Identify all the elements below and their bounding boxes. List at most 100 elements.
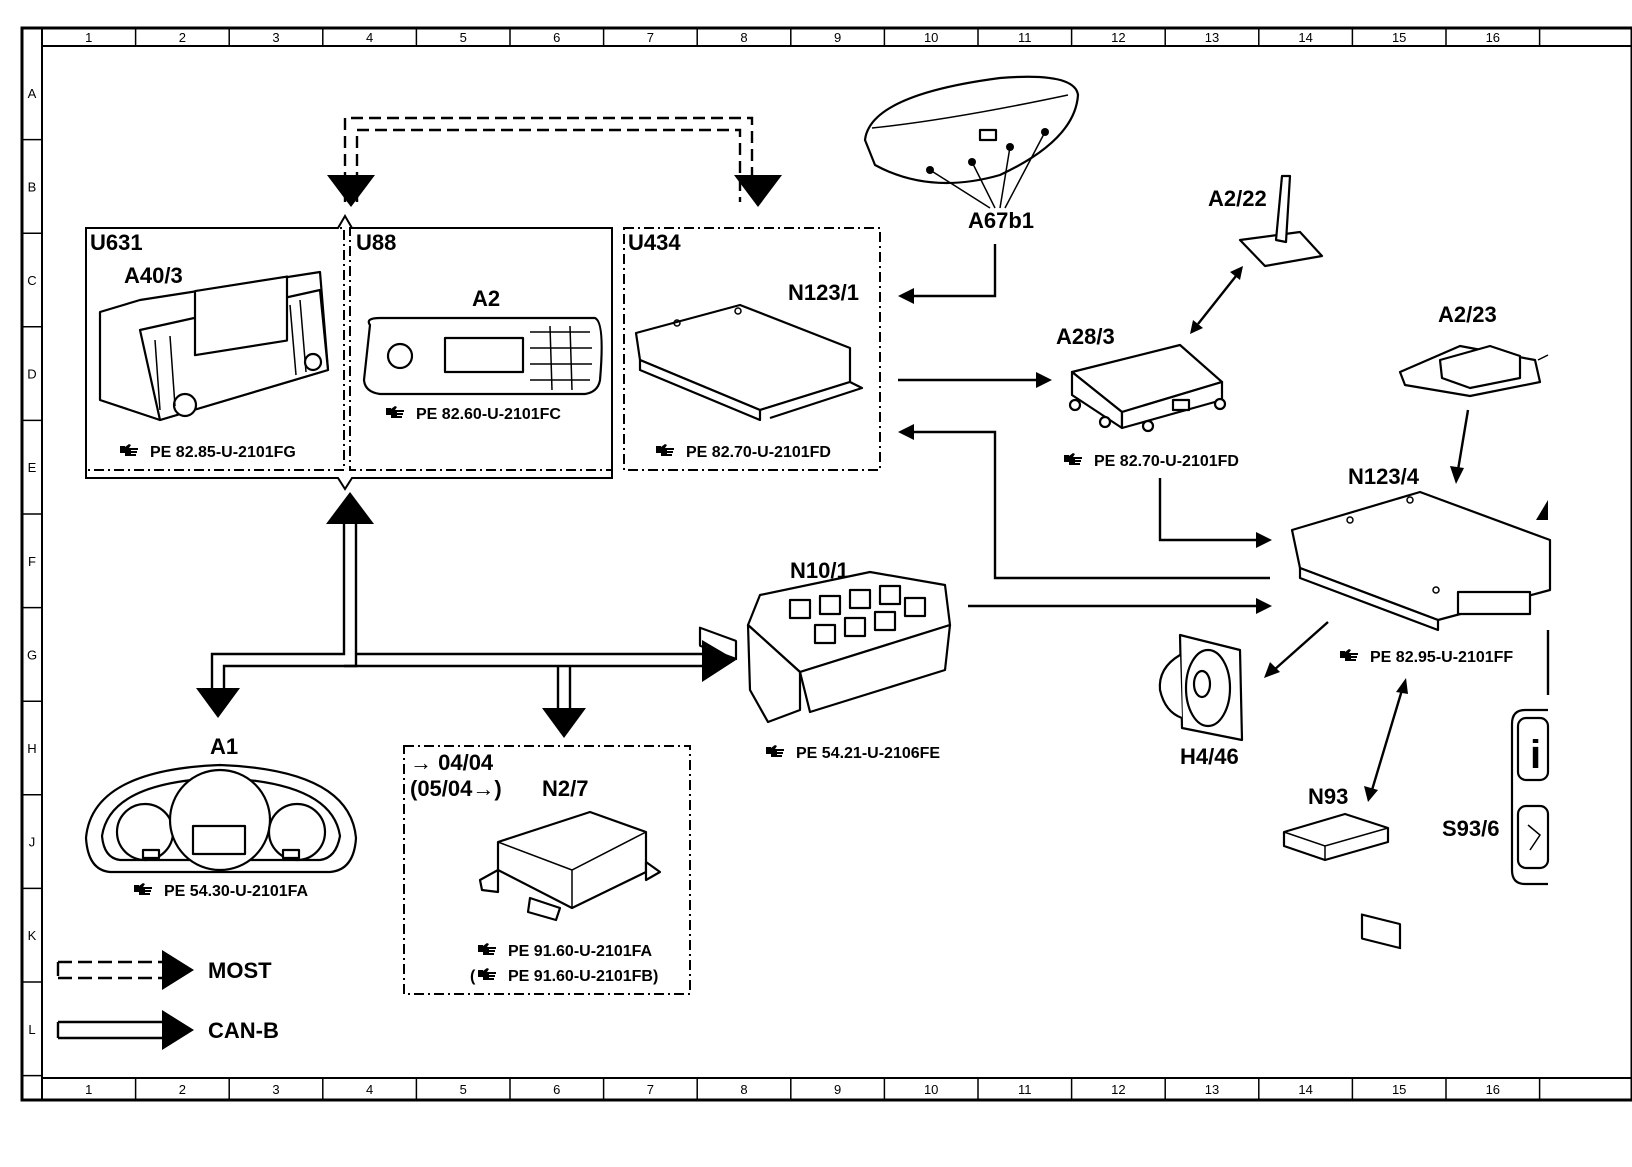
row-label: H — [27, 741, 36, 756]
n2-7-group-box — [403, 745, 691, 995]
wrench-icon — [1527, 824, 1541, 851]
column-label: 6 — [553, 1082, 560, 1097]
pointing-hand-icon — [134, 883, 152, 895]
component-n10-1[interactable]: N10/1 PE 54.21-U-2106FE — [746, 558, 952, 762]
n2-7-date-to: (05/04→) — [410, 776, 502, 801]
group-label-u434: U434 — [628, 230, 681, 255]
column-label: 1 — [85, 1082, 92, 1097]
a2-23-label: A2/23 — [1438, 302, 1497, 327]
row-label: K — [28, 928, 37, 943]
column-label: 7 — [647, 1082, 654, 1097]
row-label: J — [29, 835, 36, 850]
pointing-hand-icon — [478, 968, 496, 980]
legend: MOST CAN-B — [56, 950, 279, 1050]
row-label: F — [28, 554, 36, 569]
component-a28-3[interactable]: A28/3 PE 82.70-U-2101FD — [1056, 324, 1239, 470]
row-label: G — [27, 647, 37, 662]
row-label: A — [28, 86, 37, 101]
column-label: 2 — [179, 1082, 186, 1097]
column-label: 10 — [924, 30, 938, 45]
most-bus-top — [327, 116, 782, 207]
component-s93-6[interactable]: S93/6 i — [1442, 708, 1550, 886]
column-label: 13 — [1205, 1082, 1219, 1097]
column-label: 5 — [460, 1082, 467, 1097]
component-a40-3[interactable]: A40/3 PE 82.85-U-2101FG — [98, 263, 330, 461]
legend-most: MOST — [208, 958, 272, 983]
h4-46-label: H4/46 — [1180, 744, 1239, 769]
head-unit-group: U631 U88 U434 — [85, 214, 881, 491]
can-b-bus — [196, 492, 736, 738]
pointing-hand-icon — [656, 444, 674, 456]
row-label: E — [28, 460, 37, 475]
n123-1-label: N123/1 — [788, 280, 859, 305]
component-n123-1[interactable]: N123/1 PE 82.70-U-2101FD — [634, 280, 864, 661]
column-label: 8 — [740, 1082, 747, 1097]
n2-7-ref2: PE 91.60-U-2101FB) — [508, 968, 658, 985]
column-label: 7 — [647, 30, 654, 45]
signal-lines — [898, 244, 1550, 802]
a67b1-label: A67b1 — [968, 208, 1034, 233]
n123-4-ref: PE 82.95-U-2101FF — [1370, 649, 1513, 666]
a2-22-label: A2/22 — [1208, 186, 1267, 211]
column-label: 3 — [272, 30, 279, 45]
column-label: 15 — [1392, 30, 1406, 45]
column-grid-ticks: 1122334455667788991010111112121313141415… — [85, 28, 1541, 1100]
column-label: 5 — [460, 30, 467, 45]
component-a2-23[interactable]: A2/23 — [1398, 302, 1549, 398]
column-label: 4 — [366, 30, 373, 45]
component-a2-22[interactable]: A2/22 — [1208, 174, 1324, 268]
pointing-hand-icon — [386, 406, 404, 418]
n123-1-ref: PE 82.70-U-2101FD — [686, 444, 831, 461]
column-label: 2 — [179, 30, 186, 45]
n93-label: N93 — [1308, 784, 1348, 809]
row-label: L — [28, 1022, 35, 1037]
pointing-hand-icon — [1340, 649, 1358, 661]
a1-ref: PE 54.30-U-2101FA — [164, 883, 309, 900]
column-label: 9 — [834, 30, 841, 45]
group-label-u631: U631 — [90, 230, 143, 255]
component-a1[interactable]: A1 PE 54.30-U-2101FA — [84, 734, 358, 900]
n2-7-date-from: → 04/04 — [410, 750, 494, 775]
s93-6-label: S93/6 — [1442, 816, 1500, 841]
column-label: 16 — [1486, 1082, 1500, 1097]
component-a2[interactable]: A2 PE 82.60-U-2101FC — [362, 286, 603, 423]
n2-7-ref: PE 91.60-U-2101FA — [508, 943, 653, 960]
row-label: C — [27, 273, 36, 288]
component-n123-4[interactable]: N123/4 PE 82.95-U-2101FF — [1290, 464, 1552, 950]
column-label: 12 — [1111, 1082, 1125, 1097]
legend-can-b: CAN-B — [208, 1018, 279, 1043]
component-n2-7[interactable]: → 04/04 (05/04→) N2/7 PE 91.60-U-2101FA … — [403, 745, 691, 995]
column-label: 14 — [1298, 30, 1312, 45]
component-h4-46[interactable]: H4/46 — [1158, 633, 1244, 769]
a40-3-label: A40/3 — [124, 263, 183, 288]
n123-4-label: N123/4 — [1348, 464, 1420, 489]
component-n93[interactable]: N93 — [1282, 784, 1390, 862]
n2-7-ref2-paren: ( — [470, 968, 476, 985]
column-label: 13 — [1205, 30, 1219, 45]
column-label: 8 — [740, 30, 747, 45]
column-label: 6 — [553, 30, 560, 45]
column-label: 16 — [1486, 30, 1500, 45]
a2-label: A2 — [472, 286, 500, 311]
column-label: 15 — [1392, 1082, 1406, 1097]
column-label: 12 — [1111, 30, 1125, 45]
n2-7-label: N2/7 — [542, 776, 588, 801]
pointing-hand-icon — [478, 943, 496, 955]
a40-3-ref: PE 82.85-U-2101FG — [150, 444, 296, 461]
component-a67b1[interactable]: A67b1 — [863, 75, 1080, 233]
pointing-hand-icon — [120, 444, 138, 456]
group-label-u88: U88 — [356, 230, 396, 255]
pointing-hand-icon — [1064, 453, 1082, 465]
column-label: 14 — [1298, 1082, 1312, 1097]
column-label: 1 — [85, 30, 92, 45]
row-label: D — [27, 367, 36, 382]
column-label: 11 — [1018, 30, 1032, 45]
column-label: 11 — [1018, 1082, 1032, 1097]
a2-ref: PE 82.60-U-2101FC — [416, 406, 561, 423]
info-icon: i — [1530, 733, 1541, 777]
column-label: 9 — [834, 1082, 841, 1097]
a28-3-label: A28/3 — [1056, 324, 1115, 349]
